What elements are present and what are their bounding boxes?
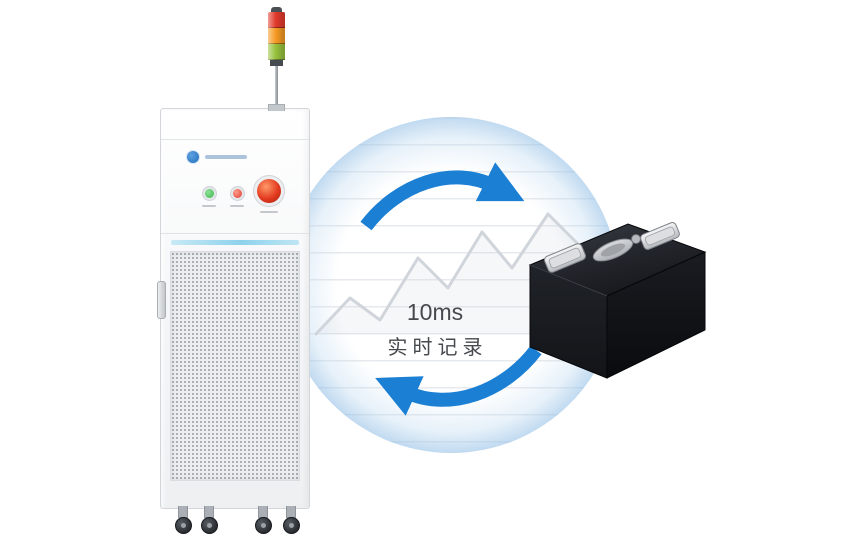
caster-wheel — [282, 506, 300, 534]
cycle-caption: 实时记录 — [387, 337, 488, 359]
tower-mount — [268, 104, 285, 111]
battery-cell-icon — [528, 222, 707, 379]
battery-terminal-right — [640, 222, 680, 250]
alarm-indicator-light-icon — [233, 189, 242, 198]
tower-base — [270, 60, 283, 66]
indicator-label-placeholder — [202, 205, 216, 207]
cabinet-seam — [161, 139, 309, 140]
ventilation-grille — [170, 251, 300, 481]
door-handle — [157, 281, 166, 319]
cycle-value: 10ms — [406, 299, 464, 325]
battery-fill-port — [631, 234, 641, 244]
signal-tower-icon — [268, 7, 285, 111]
cycle-text: 10ms 实时记录 — [340, 299, 530, 360]
caster-wheel — [254, 506, 272, 534]
caster-wheel — [200, 506, 218, 534]
battery-body — [528, 223, 707, 379]
tower-pole — [275, 66, 278, 104]
caster-wheel — [174, 506, 192, 534]
brand-text-placeholder — [205, 155, 247, 159]
tower-cap — [271, 7, 282, 12]
brand-logo-icon — [187, 151, 199, 163]
vent-strip — [171, 240, 299, 245]
run-indicator-light-icon — [205, 189, 214, 198]
battery-tester-cabinet — [157, 108, 310, 509]
control-panel — [161, 139, 309, 234]
tower-gloss — [268, 12, 285, 60]
estop-label-placeholder — [260, 211, 278, 213]
emergency-stop-button-icon — [257, 179, 281, 203]
indicator-label-placeholder — [230, 205, 244, 207]
battery-terminal-left — [543, 243, 587, 273]
